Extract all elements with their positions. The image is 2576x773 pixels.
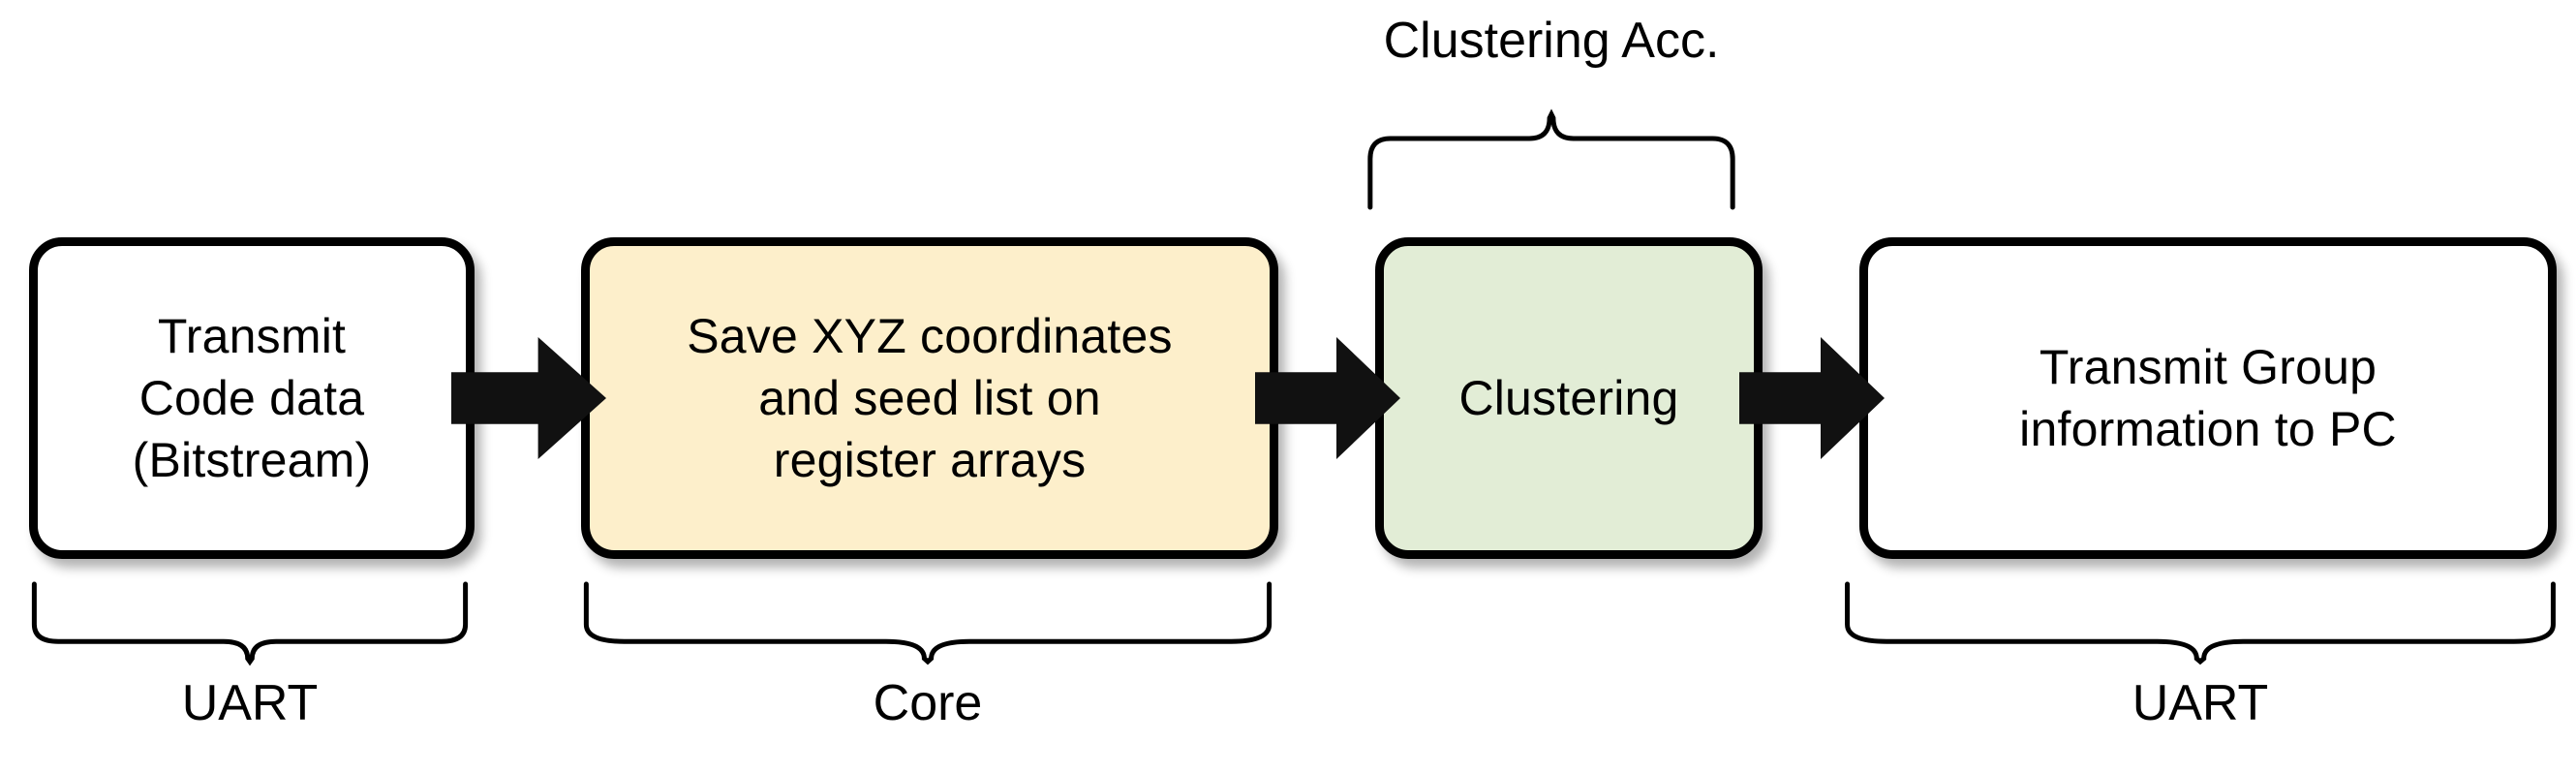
node-clustering[interactable]: Clustering <box>1375 237 1763 559</box>
brace-label-uart-right: UART <box>2131 675 2269 731</box>
brace-uart-left <box>31 584 469 662</box>
node-save-xyz[interactable]: Save XYZ coordinates and seed list on re… <box>581 237 1278 559</box>
node-label: Clustering <box>1458 371 1679 425</box>
arrow-right-icon <box>451 337 606 459</box>
node-label: Transmit Code data (Bitstream) <box>132 309 372 487</box>
brace-clustering-acc <box>1367 114 1735 207</box>
brace-label-uart-left: UART <box>181 675 319 731</box>
arrow-right-icon <box>1739 337 1885 459</box>
brace-uart-right <box>1842 584 2559 662</box>
node-label: Save XYZ coordinates and seed list on re… <box>687 309 1173 487</box>
node-label: Transmit Group information to PC <box>2019 340 2397 456</box>
brace-core <box>581 584 1274 662</box>
brace-label-core: Core <box>873 675 983 731</box>
node-transmit-group-info[interactable]: Transmit Group information to PC <box>1859 237 2557 559</box>
brace-label-clustering-acc: Clustering Acc. <box>1383 13 1720 69</box>
arrow-right-icon <box>1255 337 1400 459</box>
node-transmit-code-data[interactable]: Transmit Code data (Bitstream) <box>29 237 475 559</box>
